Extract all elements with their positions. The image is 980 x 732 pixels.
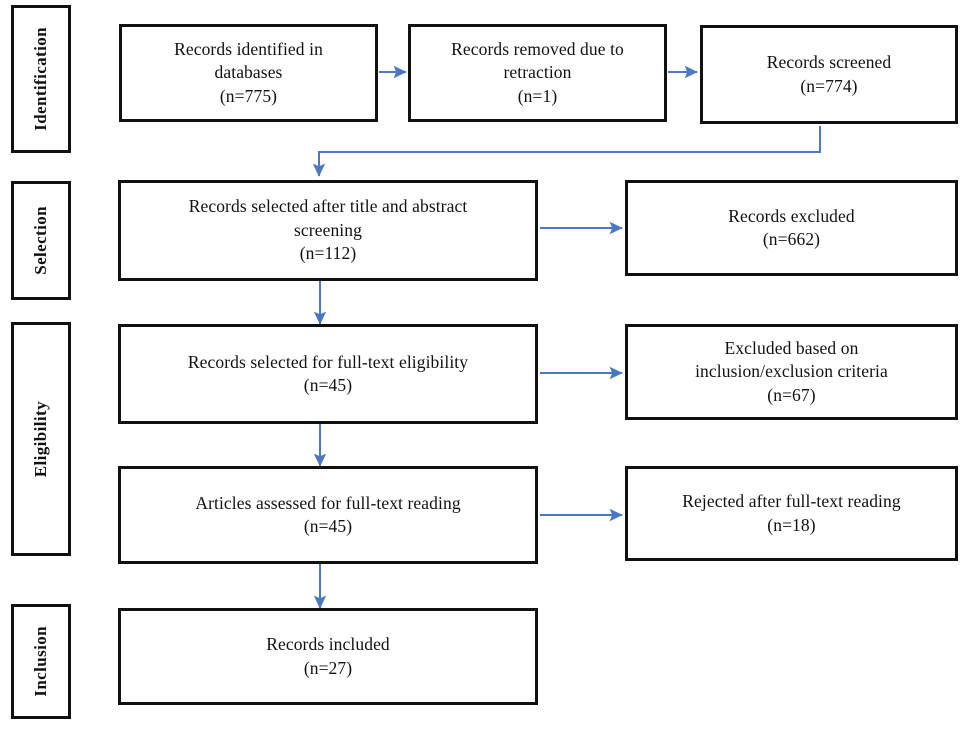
node-records-screened: Records screened (n=774) xyxy=(700,25,958,124)
stage-label-identification: Identification xyxy=(11,5,71,153)
node-records-selected-fulltext: Records selected for full-text eligibili… xyxy=(118,324,538,424)
node-excluded-criteria-text: Excluded based on inclusion/exclusion cr… xyxy=(695,337,888,405)
node-rejected-fulltext-text: Rejected after full-text reading (n=18) xyxy=(682,491,901,535)
arrow-screened-to-selected xyxy=(312,126,821,177)
stage-label-eligibility: Eligibility xyxy=(11,322,71,556)
stage-label-eligibility-text: Eligibility xyxy=(31,400,50,478)
stage-label-inclusion: Inclusion xyxy=(11,604,71,719)
node-records-included: Records included (n=27) xyxy=(118,608,538,705)
node-records-removed-retraction-text: Records removed due to retraction (n=1) xyxy=(451,38,624,106)
node-records-included-text: Records included (n=27) xyxy=(266,634,390,678)
node-records-selected-title-abstract-text: Records selected after title and abstrac… xyxy=(188,196,468,264)
stage-label-identification-text: Identification xyxy=(31,27,50,131)
node-rejected-fulltext: Rejected after full-text reading (n=18) xyxy=(625,466,958,561)
node-excluded-criteria: Excluded based on inclusion/exclusion cr… xyxy=(625,324,958,420)
stage-label-selection-text: Selection xyxy=(31,206,50,275)
node-records-identified: Records identified in databases (n=775) xyxy=(119,24,378,122)
node-records-screened-text: Records screened (n=774) xyxy=(766,52,892,96)
node-records-excluded-text: Records excluded (n=662) xyxy=(728,205,855,249)
node-articles-assessed: Articles assessed for full-text reading … xyxy=(118,466,538,564)
node-records-selected-fulltext-text: Records selected for full-text eligibili… xyxy=(187,351,469,395)
node-records-removed-retraction: Records removed due to retraction (n=1) xyxy=(408,24,667,122)
stage-label-selection: Selection xyxy=(11,181,71,300)
stage-label-inclusion-text: Inclusion xyxy=(31,626,50,697)
node-records-selected-title-abstract: Records selected after title and abstrac… xyxy=(118,180,538,281)
node-records-excluded: Records excluded (n=662) xyxy=(625,180,958,276)
node-records-identified-text: Records identified in databases (n=775) xyxy=(174,38,323,106)
node-articles-assessed-text: Articles assessed for full-text reading … xyxy=(195,492,461,536)
